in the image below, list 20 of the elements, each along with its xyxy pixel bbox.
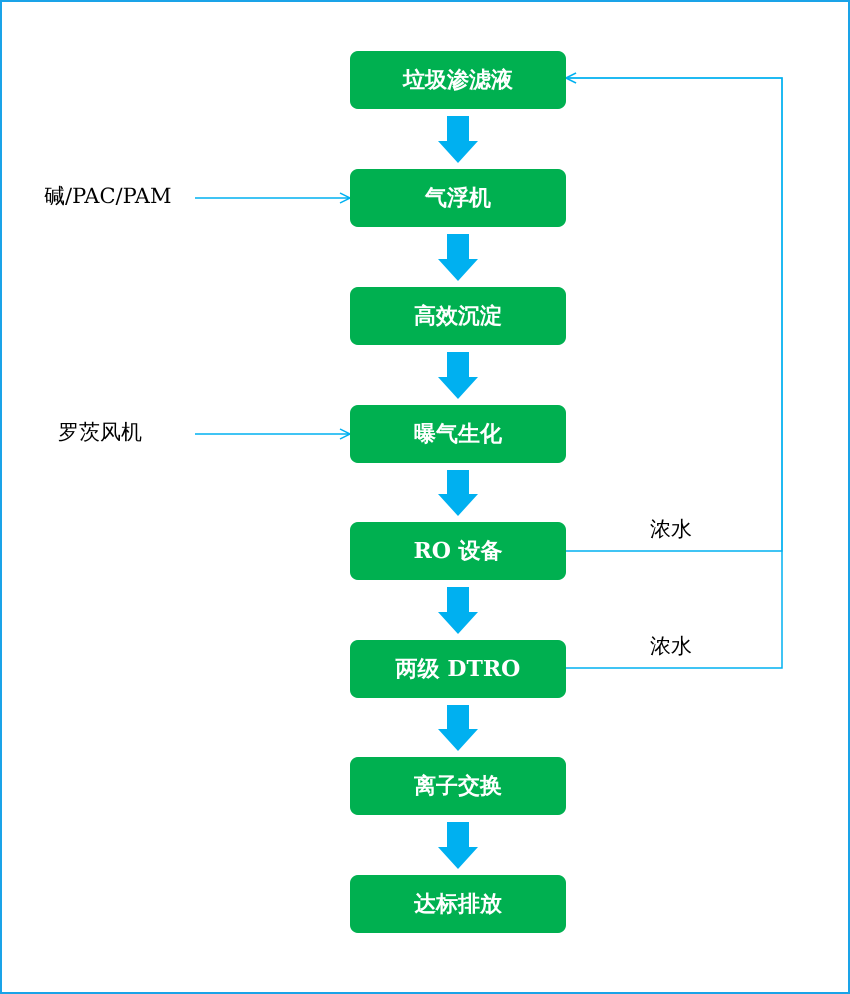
flow-arrow	[438, 470, 478, 516]
flow-arrow	[438, 705, 478, 751]
input-label: 碱/PAC/PAM	[44, 182, 179, 214]
process-box: 达标排放	[350, 875, 566, 933]
flow-arrow	[438, 587, 478, 634]
process-box: 离子交换	[350, 757, 566, 815]
flow-arrow	[438, 352, 478, 399]
return-arrow	[565, 72, 783, 669]
process-box: RO 设备	[350, 522, 566, 580]
process-box: 高效沉淀	[350, 287, 566, 345]
process-box: 垃圾渗滤液	[350, 51, 566, 109]
process-box: 曝气生化	[350, 405, 566, 463]
input-arrow	[195, 428, 351, 440]
input-arrow	[195, 192, 351, 204]
input-label: 罗茨风机	[58, 418, 162, 450]
flow-arrow	[438, 116, 478, 163]
flow-arrow	[438, 822, 478, 869]
flow-arrow	[438, 234, 478, 281]
process-box: 气浮机	[350, 169, 566, 227]
process-box: 两级 DTRO	[350, 640, 566, 698]
